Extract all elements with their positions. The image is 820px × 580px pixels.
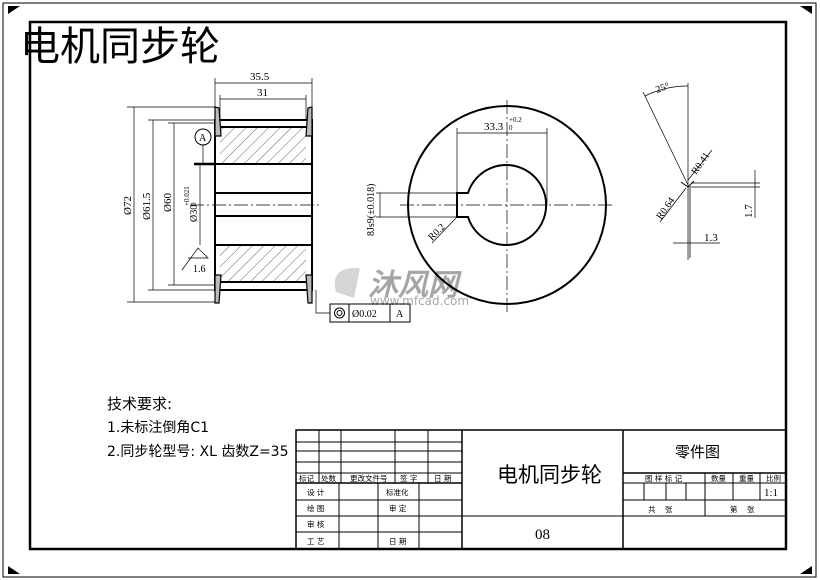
- header-change-doc: 更改文件号: [350, 473, 388, 483]
- role-standardization: 标准化: [386, 487, 409, 497]
- dim-radius: R0.2: [426, 222, 447, 243]
- role-drawing: 绘 图: [307, 503, 324, 513]
- flanges: [214, 106, 313, 304]
- dim-d615: Ø61.5: [141, 192, 153, 220]
- header-date: 日 期: [434, 474, 451, 483]
- header-pattern-mark: 图 样 标 记: [645, 473, 683, 483]
- header-mark: 标记: [299, 473, 314, 483]
- watermark-brand: 沐风网: [368, 268, 462, 303]
- roughness-value: 1.6: [193, 264, 206, 275]
- dim-d60: Ø60: [162, 193, 174, 212]
- header-count: 处数: [321, 473, 336, 483]
- dim-width-inner: 31: [257, 87, 268, 99]
- dim-keyway-width: 8Js9(±0.018): [366, 184, 377, 236]
- header-quantity: 数量: [711, 473, 726, 483]
- detail-dim-w: 1.3: [704, 232, 718, 244]
- header-weight: 重量: [739, 474, 754, 483]
- header-signature: 签 字: [400, 473, 417, 483]
- detail-r1: R0.41: [689, 151, 712, 177]
- note-item: 1.未标注倒角C1: [107, 420, 209, 436]
- datum-label: A: [199, 133, 207, 144]
- section-hatch-top: [220, 127, 306, 164]
- watermark-logo-icon: [334, 268, 360, 298]
- role-process: 工 艺: [307, 537, 324, 546]
- dim-width-total: 35.5: [250, 71, 270, 83]
- dim-keyway-depth: 33.3: [484, 121, 504, 133]
- dim-d72: Ø72: [122, 196, 134, 215]
- watermark-url: www.mfcad.com: [370, 294, 469, 308]
- detail-view: 25° R0.41 R0.64 1.7 1.3: [642, 81, 760, 260]
- tolerance-frame: Ø0.02 A: [329, 303, 411, 323]
- role-check: 审 核: [307, 519, 325, 529]
- dim-keyway-tol-upper: +0.2: [509, 116, 522, 124]
- drawing-type: 零件图: [675, 443, 720, 461]
- note-item: 2.同步轮型号: XL 齿数Z=35: [107, 444, 289, 460]
- section-hatch-bottom: [220, 245, 306, 282]
- role-design: 设 计: [307, 487, 325, 497]
- roughness-symbol: [181, 247, 209, 271]
- detail-angle: 25°: [654, 81, 671, 96]
- detail-r2: R0.64: [654, 196, 677, 222]
- sheet-number: 第 张: [730, 504, 755, 514]
- notes-heading: 技术要求:: [107, 395, 172, 413]
- corner-marks: [8, 6, 812, 574]
- dim-bore-tol-upper: +0.021: [183, 186, 191, 206]
- part-name: 电机同步轮: [497, 463, 602, 487]
- dim-keyway-tol-lower: 0: [509, 124, 513, 132]
- dim-bore: Ø30: [189, 205, 200, 222]
- title-block: 标记 处数 更改文件号 签 字 日 期 设 计 绘 图 审 核 工 艺 标准化 …: [295, 429, 787, 550]
- role-date: 日 期: [389, 537, 406, 546]
- overlay-title: 电机同步轮: [20, 24, 220, 70]
- drawing-number: 08: [535, 527, 550, 543]
- header-scale: 比例: [766, 473, 781, 483]
- technical-notes: 技术要求: 1.未标注倒角C1 2.同步轮型号: XL 齿数Z=35: [107, 395, 289, 460]
- concentricity-icon: [334, 307, 345, 319]
- tolerance-value: Ø0.02: [352, 309, 377, 320]
- watermark: 沐风网 www.mfcad.com: [334, 268, 469, 308]
- dim-bore-tol-lower: 0: [190, 202, 198, 206]
- role-approve: 审 定: [389, 503, 407, 513]
- tolerance-datum: A: [396, 309, 404, 320]
- bore-with-keyway: [456, 164, 548, 246]
- scale-value: 1:1: [764, 487, 778, 499]
- detail-dim-h: 1.7: [743, 204, 755, 218]
- front-view: 35.5 31 Ø72 Ø61.5 Ø60 Ø30 +0.021 0 A 1.6…: [122, 71, 411, 323]
- sheet-total: 共 张: [648, 505, 673, 514]
